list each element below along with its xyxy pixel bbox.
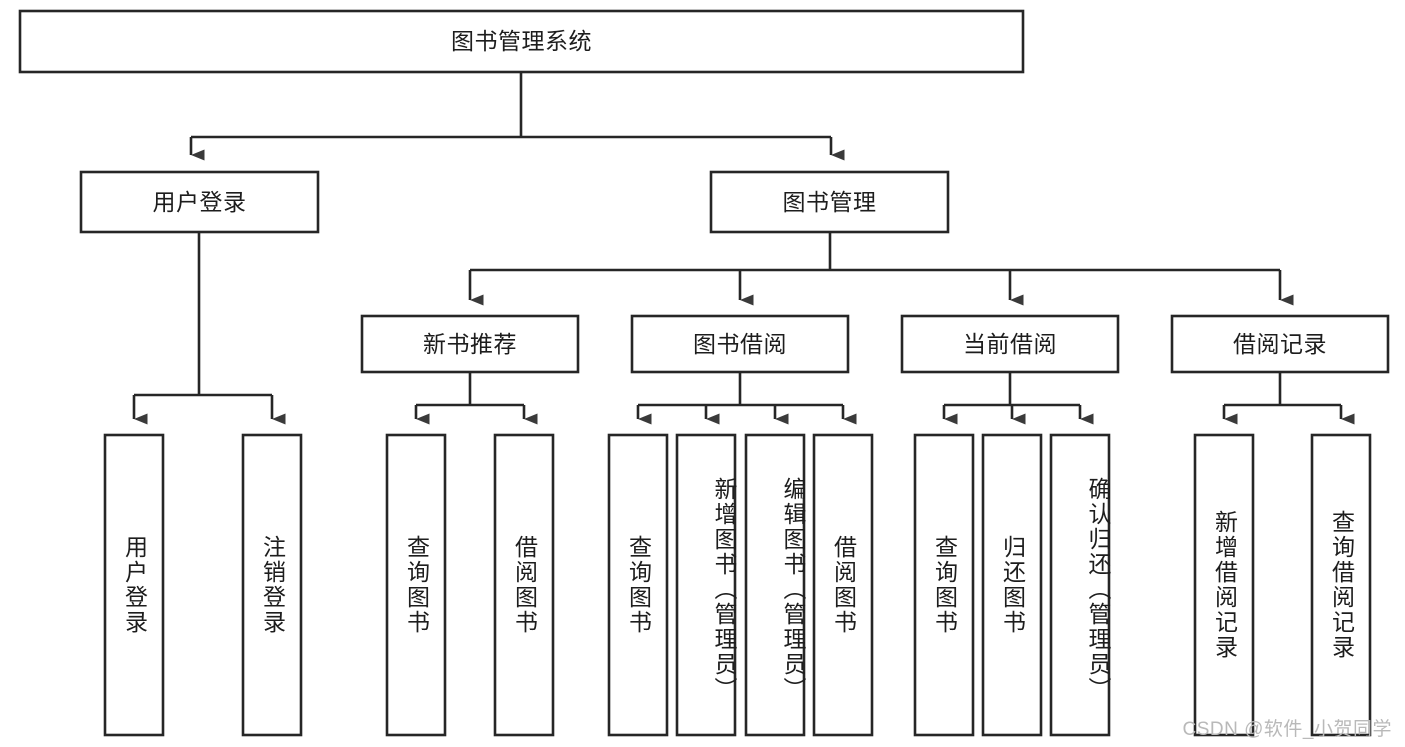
node-box-leaf-return-book[interactable] — [981, 433, 1043, 737]
node-box-leaf-edit-book[interactable] — [744, 433, 806, 737]
node-box-leaf-add-book[interactable] — [675, 433, 737, 737]
node-box-leaf-query-book-1[interactable] — [385, 433, 447, 737]
watermark-text: CSDN @软件_小贺同学 — [1182, 719, 1392, 740]
connector-currentborrow-to-leaves — [942, 372, 1094, 425]
node-box-book-borrow[interactable] — [630, 314, 850, 374]
node-box-user-login[interactable] — [79, 170, 320, 234]
node-box-leaf-user-logout[interactable] — [241, 433, 303, 737]
node-box-current-borrow[interactable] — [900, 314, 1120, 374]
connector-bookborrow-to-leaves — [636, 372, 857, 425]
node-box-borrow-record[interactable] — [1170, 314, 1390, 374]
connector-bookmanage-to-level3 — [468, 232, 1294, 306]
node-box-leaf-borrow-book-2[interactable] — [812, 433, 874, 737]
connector-borrowrecord-to-leaves — [1222, 372, 1355, 425]
connector-root-to-level2 — [189, 72, 845, 161]
connector-userlogin-to-leaves — [132, 232, 286, 425]
node-box-book-manage[interactable] — [709, 170, 950, 234]
node-box-leaf-query-record[interactable] — [1310, 433, 1372, 737]
node-box-leaf-confirm-return[interactable] — [1049, 433, 1111, 737]
node-box-leaf-query-book-2[interactable] — [607, 433, 669, 737]
node-box-leaf-borrow-book-1[interactable] — [493, 433, 555, 737]
node-box-leaf-query-book-3[interactable] — [913, 433, 975, 737]
node-box-leaf-add-record[interactable] — [1193, 433, 1255, 737]
node-box-leaf-user-login[interactable] — [103, 433, 165, 737]
node-box-root[interactable] — [18, 9, 1025, 74]
connector-newbookrec-to-leaves — [414, 372, 538, 425]
node-box-new-book-rec[interactable] — [360, 314, 580, 374]
